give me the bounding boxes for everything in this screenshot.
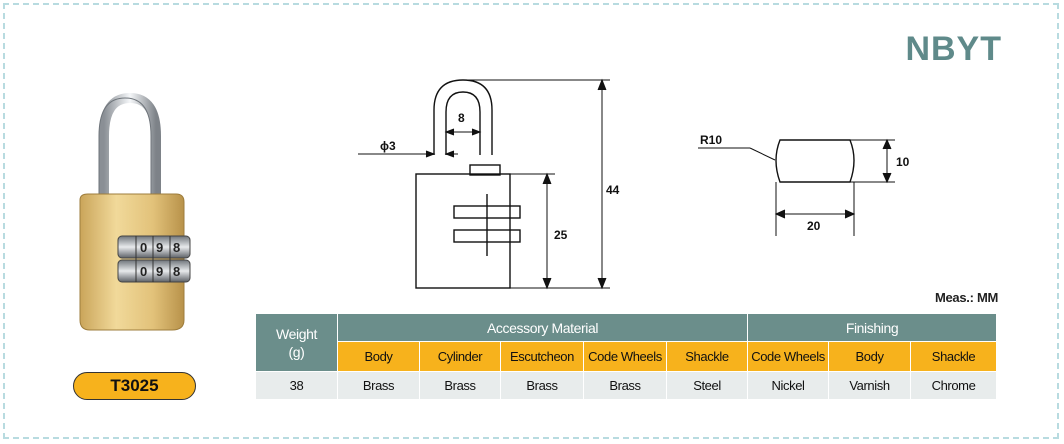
cell-cylinder: Brass [419,371,501,400]
wheel-digit: 0 [140,264,147,279]
subheader-finish-body: Body [828,341,912,372]
cell-body: Brass [337,371,420,400]
side-view-drawing: R10 10 20 [698,133,910,236]
model-badge: T3025 [73,372,196,400]
cell-weight: 38 [255,371,338,400]
dim-width: 20 [807,219,821,233]
cell-finish-code-wheels: Nickel [747,371,830,400]
weight-header-unit: (g) [288,343,305,360]
subheader-finish-code-wheels: Code Wheels [747,341,830,372]
weight-header-label: Weight [276,325,317,342]
wheel-digit: 9 [156,264,163,279]
subheader-code-wheels: Code Wheels [583,341,667,372]
page-frame [3,3,1059,439]
subheader-body: Body [337,341,420,372]
cell-finish-body: Varnish [828,371,912,400]
dim-shackle-diameter: ϕ3 [380,139,396,153]
accessory-material-header: Accessory Material [336,313,749,342]
wheel-digit: 8 [173,240,180,255]
table-row: 38 Brass Brass Brass Brass Steel Nickel … [255,371,998,400]
wheel-digit: 0 [140,240,147,255]
brand-logo: NBYT [905,30,1002,68]
front-view-drawing: ϕ3 8 44 25 [358,78,620,290]
subheader-finish-shackle: Shackle [910,341,998,372]
wheel-digit: 8 [173,264,180,279]
dim-thickness: 10 [896,155,910,169]
weight-header: Weight (g) [255,313,338,372]
spec-table: Weight (g) Accessory Material Finishing … [255,313,998,400]
dim-body-height: 25 [554,228,568,242]
subheader-escutcheon: Escutcheon [500,341,584,372]
dim-total-height: 44 [606,183,620,197]
subheader-cylinder: Cylinder [419,341,501,372]
padlock-photo: 0 9 8 0 9 8 [79,92,191,331]
cell-finish-shackle: Chrome [910,371,998,400]
cell-code-wheels: Brass [583,371,667,400]
wheel-digit: 9 [156,240,163,255]
dim-shackle-width: 8 [458,111,465,125]
finishing-header: Finishing [747,313,998,342]
unit-note: Meas.: MM [934,290,998,305]
dim-radius: R10 [700,133,722,147]
cell-escutcheon: Brass [500,371,584,400]
cell-shackle: Steel [665,371,749,400]
subheader-shackle: Shackle [665,341,749,372]
